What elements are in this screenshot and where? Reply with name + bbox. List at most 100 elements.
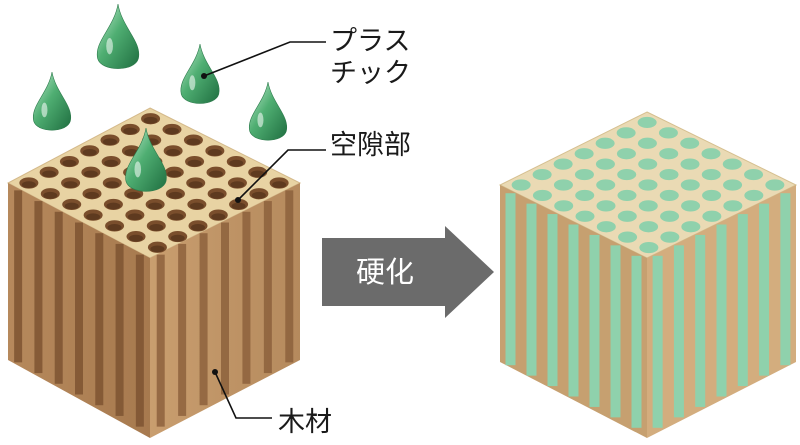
- filled-stripe-right: [737, 214, 748, 387]
- filled-pore: [660, 231, 680, 243]
- pore-hole-depth: [187, 159, 202, 167]
- wood-groove-right: [156, 254, 165, 427]
- pore-hole-depth: [42, 170, 57, 178]
- pore-hole-depth: [105, 181, 120, 189]
- filled-stripe-left: [505, 193, 516, 366]
- filled-stripe-right: [716, 224, 727, 397]
- filled-pore: [639, 241, 659, 254]
- pore-hole-depth: [167, 170, 182, 178]
- filled-pore: [532, 189, 552, 202]
- filled-pore: [681, 200, 701, 212]
- plastic-droplet-icon: [180, 43, 220, 104]
- pore-hole-depth: [127, 213, 142, 221]
- pore-hole-depth: [250, 170, 265, 178]
- pore-hole-depth: [186, 138, 201, 146]
- filled-pore: [616, 148, 636, 160]
- filled-pore: [596, 221, 616, 233]
- filled-pore: [681, 221, 701, 233]
- filled-stripe-left: [631, 255, 642, 428]
- pore-hole-depth: [126, 191, 141, 199]
- filled-pore: [616, 127, 636, 139]
- pore-hole-depth: [188, 181, 203, 189]
- pore-hole-depth: [169, 213, 184, 221]
- pore-hole-depth: [168, 191, 183, 199]
- pore-hole-depth: [148, 202, 163, 210]
- pore-hole-depth: [207, 149, 222, 156]
- filled-pore: [575, 189, 595, 202]
- pore-hole-depth: [210, 191, 225, 199]
- wood-groove-left: [135, 254, 144, 427]
- pore-hole-depth: [150, 245, 165, 253]
- filled-pore: [617, 168, 637, 181]
- pore-hole-depth: [229, 159, 244, 167]
- filled-pore: [680, 137, 700, 149]
- wood-leader-dot: [212, 369, 218, 375]
- filled-pore: [702, 189, 722, 202]
- filled-pore: [637, 137, 657, 149]
- wood-groove-left: [54, 211, 63, 384]
- filled-stripe-left: [547, 214, 558, 387]
- filled-pore: [596, 179, 616, 191]
- droplet-highlight: [41, 102, 48, 118]
- filled-pore: [638, 179, 658, 191]
- filled-pore: [722, 158, 742, 170]
- filled-pore: [511, 179, 531, 191]
- filled-pore: [660, 210, 680, 222]
- filled-pore: [701, 168, 721, 181]
- filled-stripe-right: [695, 234, 706, 407]
- pore-hole-depth: [103, 138, 117, 146]
- filled-pore: [659, 189, 679, 202]
- filled-pore-stripes: [505, 193, 791, 428]
- leader-lines: [203, 41, 326, 419]
- filled-pore: [744, 189, 764, 202]
- pore-hole-depth: [166, 149, 181, 156]
- filled-pore: [680, 158, 700, 170]
- pore-hole-depth: [129, 234, 143, 242]
- pore-hole-depth: [43, 191, 58, 199]
- pore-hole-depth: [231, 202, 246, 210]
- filled-pore: [723, 179, 743, 191]
- filled-pore: [554, 200, 574, 212]
- vertical-grooves: [14, 190, 294, 427]
- wood-groove-left: [34, 201, 43, 374]
- filled-pore: [744, 168, 764, 181]
- pore-hole-depth: [209, 170, 223, 178]
- droplet-highlight: [134, 161, 142, 178]
- porous-wood-block: [6, 107, 302, 438]
- pore-hole-depth: [165, 127, 179, 135]
- filled-pore: [637, 116, 657, 129]
- pore-hole-depth: [21, 181, 36, 189]
- pore-hole-depth: [106, 202, 121, 210]
- pore-hole-depth: [211, 213, 226, 221]
- filled-stripe-left: [568, 224, 579, 397]
- wood-groove-right: [178, 243, 187, 416]
- filled-stripe-right: [673, 245, 684, 418]
- filled-stripe-right: [780, 193, 791, 366]
- filled-pore: [765, 179, 785, 191]
- pore-holes: [19, 113, 289, 253]
- void-leader-line: [237, 149, 326, 201]
- filled-stripe-right: [652, 255, 663, 428]
- pore-hole-depth: [64, 202, 79, 210]
- filled-pore: [575, 210, 595, 222]
- wood-groove-left: [95, 233, 104, 406]
- wood-groove-left: [14, 190, 23, 363]
- void-leader-dot: [235, 197, 241, 203]
- filled-pore: [639, 221, 659, 233]
- wood-groove-right: [263, 201, 272, 374]
- filled-pore: [595, 158, 615, 170]
- pore-hole-depth: [123, 127, 138, 135]
- wood-groove-right: [285, 190, 294, 363]
- pore-hole-depth: [104, 159, 119, 167]
- pore-hole-depth: [149, 224, 164, 231]
- plastic-label-line1: プラス: [330, 26, 411, 57]
- filled-pore: [574, 148, 594, 160]
- process-label: 硬化: [355, 255, 414, 289]
- droplet-highlight: [257, 112, 264, 128]
- filled-pore: [596, 200, 616, 212]
- filled-stripe-left: [526, 203, 537, 376]
- pore-hole-depth: [86, 213, 101, 221]
- filled-stripe-left: [610, 245, 621, 418]
- pore-hole-depth: [62, 159, 77, 167]
